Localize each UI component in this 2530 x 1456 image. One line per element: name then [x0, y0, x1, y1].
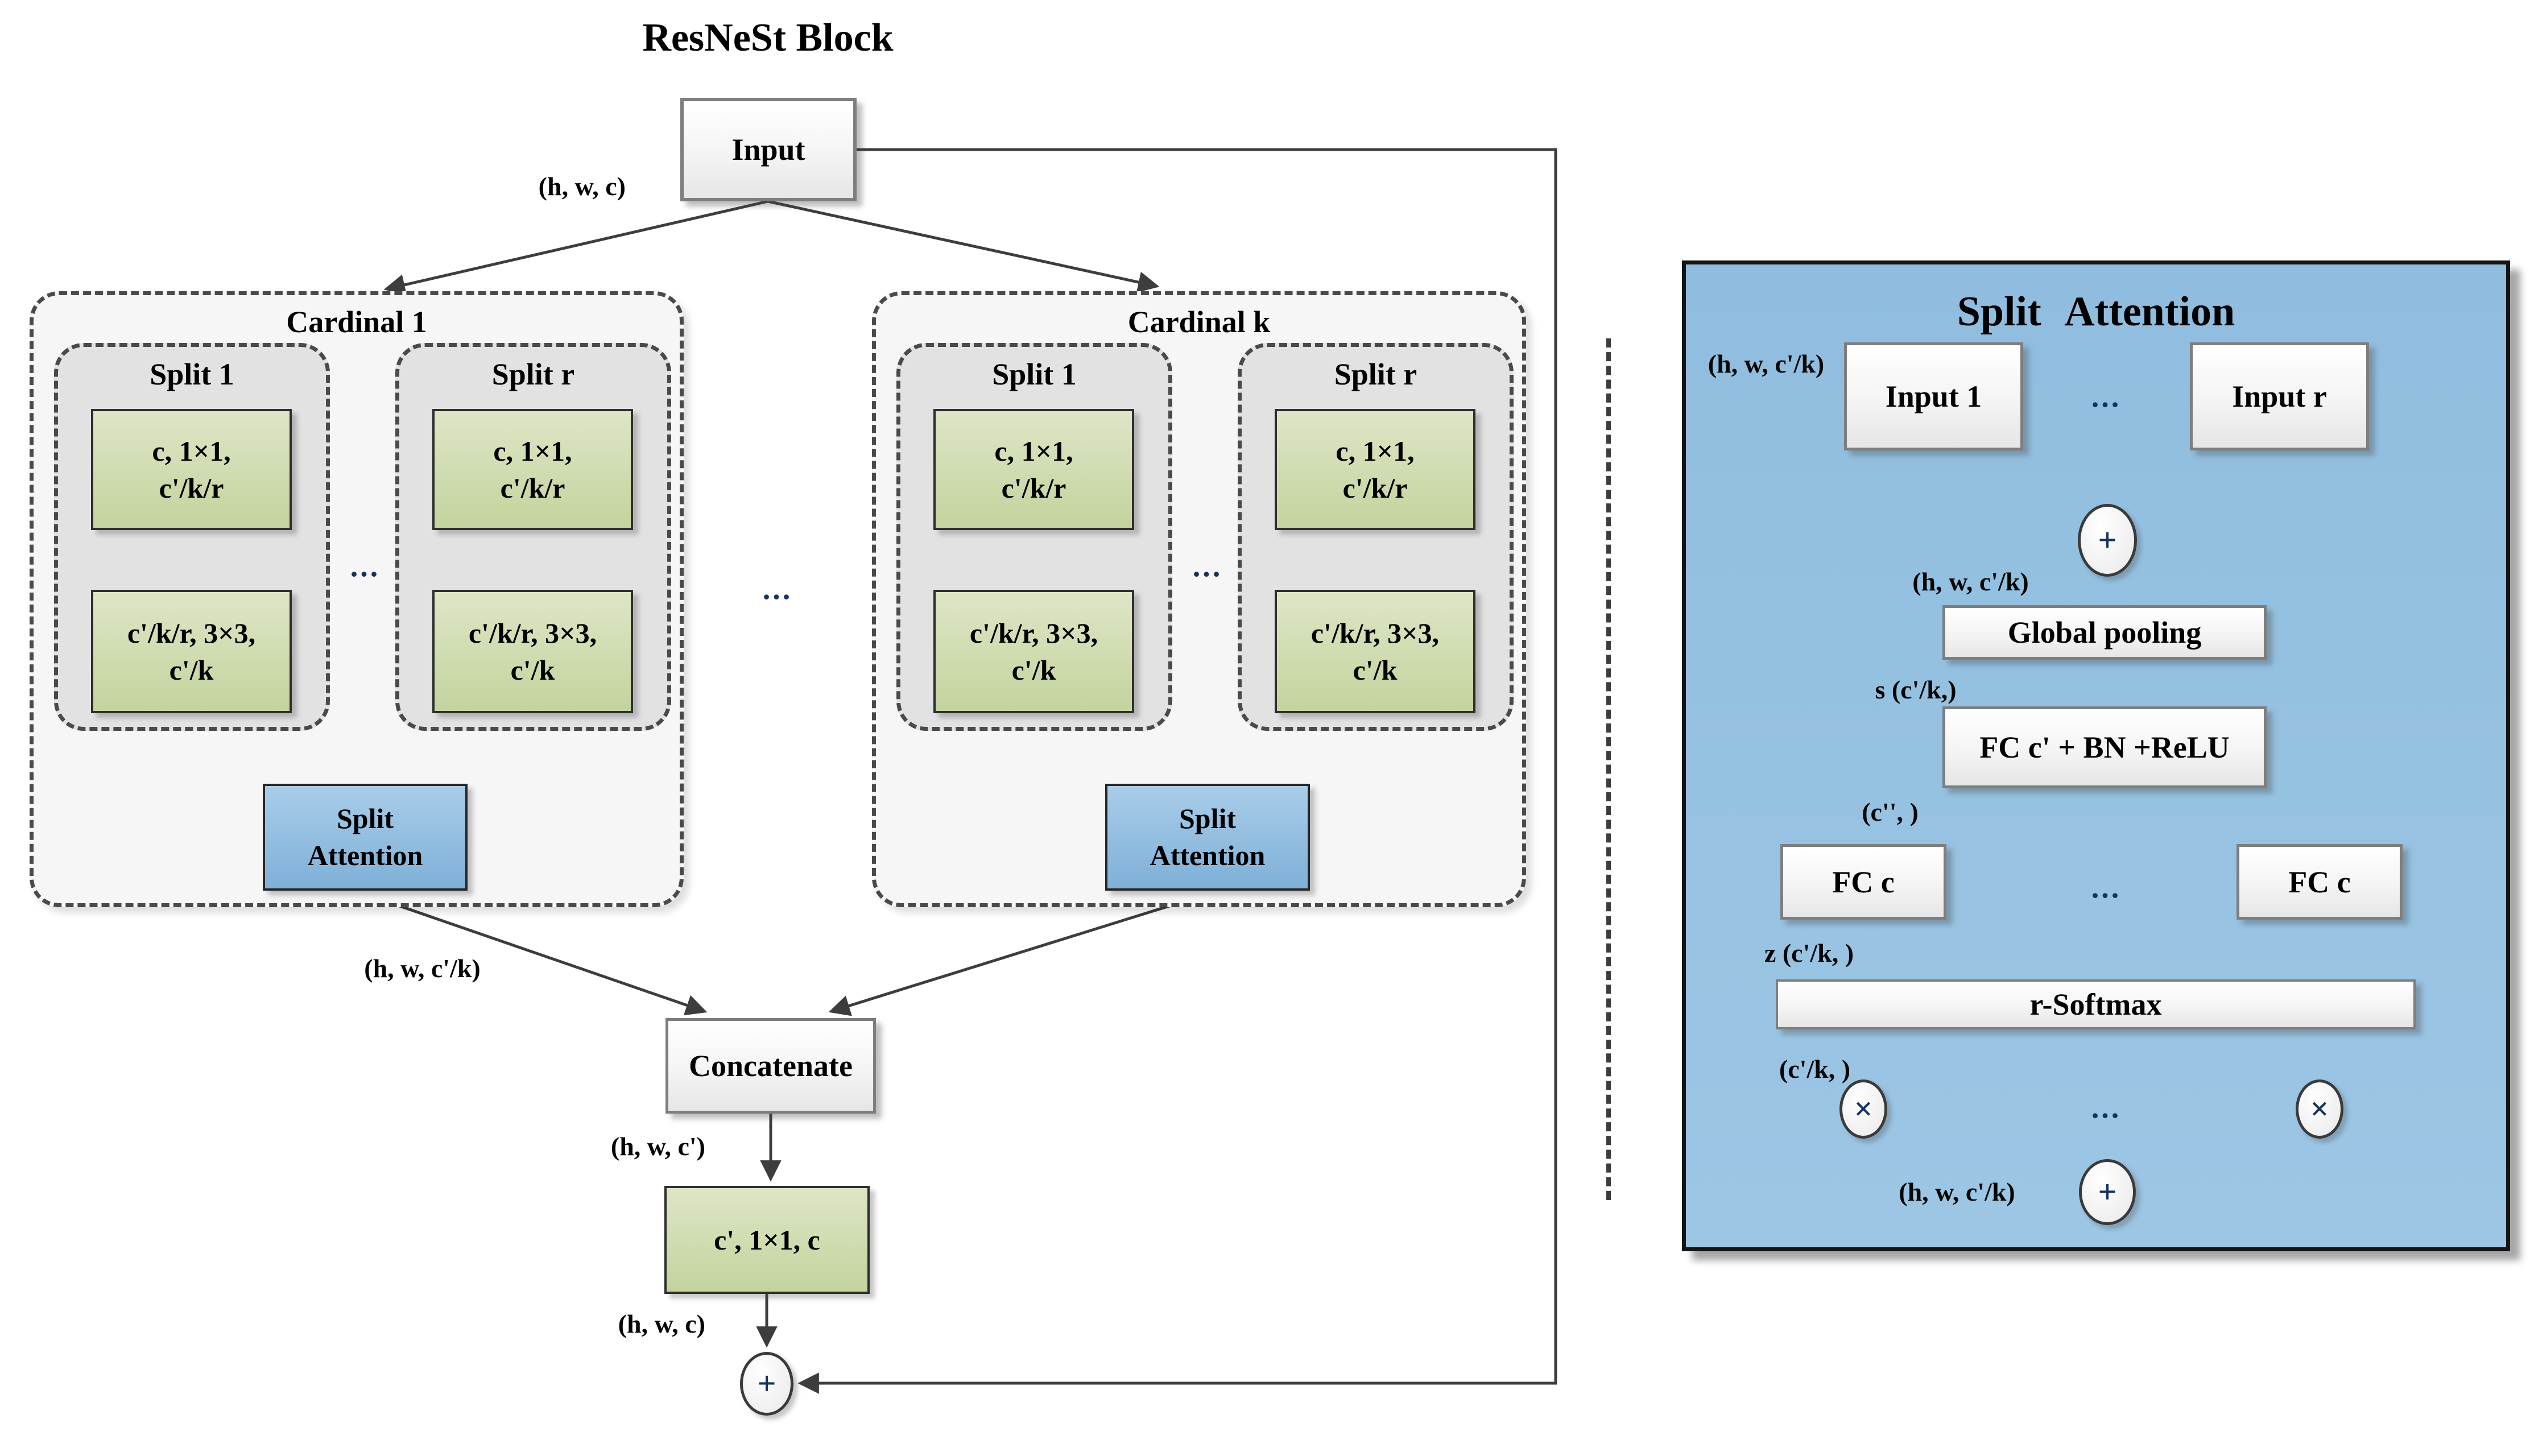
- shape-label-c2: (c'', ): [1862, 797, 1919, 826]
- cardinalk-splitr-conv1x1-box: c, 1×1, c'/k/r: [1275, 409, 1475, 530]
- edge-attentionk-to-concat: [828, 892, 1208, 1016]
- panel-separator: [1606, 338, 1611, 1200]
- cardinalk-split1-conv3x3-box: c'/k/r, 3×3, c'/k: [933, 590, 1134, 713]
- cardinalk-split1-conv1x1-box: c, 1×1, c'/k/r: [933, 409, 1134, 530]
- edge-skip-connection: [797, 148, 1557, 1394]
- cardinal1-split1-conv3x3-box: c'/k/r, 3×3, c'/k: [91, 590, 292, 713]
- input-box: Input: [680, 98, 857, 201]
- shape-label-ck: (c'/k, ): [1779, 1054, 1851, 1083]
- split-attention-panel-title: Split Attention: [1957, 288, 2235, 335]
- cardinalk-splits-ellipsis: ...: [1192, 549, 1223, 583]
- fc-c-right-box: FC c: [2237, 844, 2403, 920]
- times-left-node: ×: [1839, 1079, 1887, 1139]
- times-right-node: ×: [2296, 1079, 2343, 1139]
- cardinalk-split-attention-box: Split Attention: [1105, 784, 1310, 891]
- shape-label-input: (h, w, c): [538, 172, 626, 201]
- fc-c-ellipsis: ...: [2091, 870, 2122, 904]
- conv-out-box: c', 1×1, c: [664, 1186, 870, 1294]
- left-diagram-title: ResNeSt Block: [642, 16, 894, 60]
- shape-label-attention-out: (h, w, c'/k): [364, 954, 481, 983]
- cardinalk-split1-title: Split 1: [992, 357, 1077, 391]
- shape-label-s: s (c'/k,): [1875, 675, 1957, 704]
- cardinal1-split1-title: Split 1: [150, 357, 234, 391]
- shape-label-concat-out: (h, w, c'): [610, 1132, 705, 1161]
- cardinal-1-title: Cardinal 1: [286, 305, 427, 339]
- shape-label-z: z (c'/k, ): [1764, 938, 1854, 967]
- global-pooling-box: Global pooling: [1942, 605, 2267, 660]
- shape-label-sum: (h, w, c'/k): [1912, 567, 2029, 596]
- cardinal1-split-attention-box: Split Attention: [263, 784, 468, 891]
- shape-label-final: (h, w, c): [618, 1309, 705, 1338]
- concatenate-box: Concatenate: [665, 1018, 876, 1114]
- panel-inputr-box: Input r: [2190, 342, 2369, 450]
- panel-sum-node: +: [2078, 504, 2137, 577]
- fc-c-left-box: FC c: [1780, 844, 1946, 920]
- cardinal-k-title: Cardinal k: [1127, 305, 1271, 339]
- edge-input-to-cardinalk: [767, 200, 1160, 293]
- shape-label-panel-input: (h, w, c'/k): [1708, 349, 1825, 378]
- panel-inputs-ellipsis: ...: [2091, 379, 2122, 413]
- cardinal1-splitr-title: Split r: [491, 357, 575, 391]
- panel-output-sum-node: +: [2079, 1159, 2136, 1225]
- cardinal1-splitr-conv1x1-box: c, 1×1, c'/k/r: [432, 409, 633, 530]
- cardinal1-split1-conv1x1-box: c, 1×1, c'/k/r: [91, 409, 292, 530]
- edge-attention1-to-concat: [365, 892, 708, 1016]
- edge-input-to-cardinal1: [383, 200, 768, 296]
- panel-input1-box: Input 1: [1844, 342, 2023, 450]
- cardinal1-splits-ellipsis: ...: [350, 549, 381, 583]
- cardinals-ellipsis: ...: [762, 572, 793, 606]
- r-softmax-box: r-Softmax: [1776, 979, 2416, 1029]
- residual-sum-node: +: [740, 1352, 793, 1416]
- shape-label-panel-out: (h, w, c'/k): [1899, 1177, 2015, 1206]
- times-ellipsis: ...: [2091, 1090, 2122, 1124]
- fc-bn-relu-box: FC c' + BN +ReLU: [1942, 706, 2267, 788]
- cardinalk-splitr-title: Split r: [1334, 357, 1417, 391]
- cardinal1-splitr-conv3x3-box: c'/k/r, 3×3, c'/k: [432, 590, 633, 713]
- cardinalk-splitr-conv3x3-box: c'/k/r, 3×3, c'/k: [1275, 590, 1475, 713]
